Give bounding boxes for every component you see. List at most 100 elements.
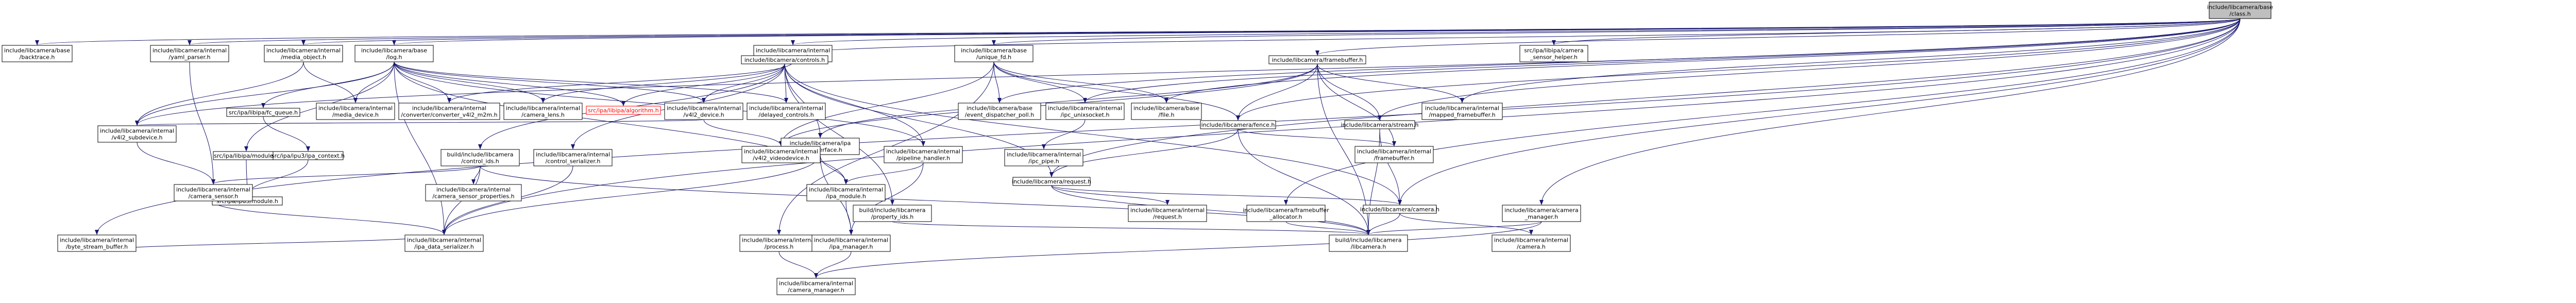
node-fballoc[interactable]: include/libcamera/framebuffer_allocator.… (1243, 205, 1329, 222)
node-ipacontext[interactable]: src/ipa/ipu3/ipa_context.h (272, 151, 345, 160)
node-uniquefd[interactable]: include/libcamera/base/unique_fd.h (954, 45, 1033, 62)
node-label-convv4l2-1: /converter/converter_v4l2_m2m.h (401, 112, 497, 119)
node-label-requestint-1: /request.h (1153, 214, 1182, 221)
node-fence[interactable]: include/libcamera/fence.h (1200, 120, 1276, 129)
node-ipcunix[interactable]: include/libcamera/internal/ipc_unixsocke… (1045, 103, 1125, 120)
edge-camerasensor-to-ipadataser (213, 200, 446, 235)
node-ctrlser[interactable]: include/libcamera/internal/control_seria… (533, 149, 613, 166)
edge-v4l2device-to-subdevice (136, 119, 704, 126)
node-fcqueue[interactable]: src/ipa/libipa/fc_queue.h (226, 108, 300, 117)
node-label-mappedfb-1: /mapped_framebuffer.h (1429, 112, 1495, 119)
node-convv4l2[interactable]: include/libcamera/internal/converter/con… (398, 103, 500, 120)
node-v4l2device[interactable]: include/libcamera/internal/v4l2_device.h (664, 103, 743, 120)
edge-framebuffer-to-internalfb (1317, 63, 1396, 146)
edge-root-to-converter (791, 18, 2241, 45)
edge-stream-to-camera (1379, 128, 1402, 205)
node-pipeline[interactable]: include/libcamera/internal/pipeline_hand… (884, 146, 963, 163)
node-label-camerasensor-0: include/libcamera/internal (176, 187, 250, 193)
node-box-v4l2device (664, 103, 743, 120)
node-label-mappedfb-0: include/libcamera/internal (1425, 105, 1499, 112)
node-root[interactable]: include/libcamera/base/class.h (2207, 2, 2273, 19)
node-box-fballoc (1246, 205, 1326, 222)
edge-controls-to-propertyids (784, 63, 894, 205)
node-log[interactable]: include/libcamera/base/log.h (354, 45, 434, 62)
node-ipamodule[interactable]: src/ipa/libipa/module.h (213, 151, 280, 160)
node-controlids[interactable]: build/include/libcamera/control_ids.h (440, 149, 520, 166)
node-ipcpipe[interactable]: include/libcamera/internal/ipc_pipe.h (1004, 149, 1083, 166)
node-label-ipcunix-0: include/libcamera/internal (1048, 105, 1122, 112)
node-mappedfb[interactable]: include/libcamera/internal/mapped_frameb… (1421, 103, 1503, 120)
node-mediadevice[interactable]: include/libcamera/internal/media_device.… (316, 103, 395, 120)
edge-pipeline-to-ipamanager (849, 162, 924, 235)
node-bytestream[interactable]: include/libcamera/internal/byte_stream_b… (57, 234, 137, 252)
node-label-process-0: include/libcamera/internal (742, 237, 816, 244)
node-cameramgrint[interactable]: include/libcamera/internal/camera_manage… (776, 278, 856, 295)
edge-framebuffer-to-ipainterface (818, 63, 1318, 138)
node-algorithm[interactable]: src/ipa/libipa/algorithm.h (586, 106, 661, 115)
node-box-camerasensor (174, 184, 253, 201)
node-label-camerainternal-0: include/libcamera/internal (1494, 237, 1568, 244)
node-videodevice[interactable]: include/libcamera/internal/v4l2_videodev… (741, 146, 821, 163)
node-label-camera-0: include/libcamera/camera.h (1360, 206, 1439, 213)
node-label-ipacontext-0: src/ipa/ipu3/ipa_context.h (272, 153, 345, 159)
node-backtrace[interactable]: include/libcamera/base/backtrace.h (2, 45, 73, 62)
node-label-log-1: /log.h (386, 54, 402, 61)
node-controls[interactable]: include/libcamera/controls.h (741, 55, 828, 64)
node-sensorprops[interactable]: include/libcamera/internal/camera_sensor… (425, 184, 522, 201)
node-requestint[interactable]: include/libcamera/internal/request.h (1128, 205, 1207, 222)
node-libcamera[interactable]: build/include/libcamera/libcamera.h (1329, 234, 1408, 252)
node-box-yaml (150, 45, 229, 62)
edge-propertyids-to-libcamera (892, 221, 1370, 235)
node-sensorhelper[interactable]: src/ipa/libipa/camera_sensor_helper.h (1519, 45, 1588, 62)
node-label-ctrlser-1: /control_serializer.h (546, 158, 601, 165)
node-basefile[interactable]: include/libcamera/base/file.h (1131, 103, 1202, 120)
node-label-subdevice-1: /v4l2_subdevice.h (111, 134, 162, 141)
node-label-framebuffer-0: include/libcamera/framebuffer.h (1272, 57, 1363, 63)
node-box-ipcpipe (1004, 149, 1083, 166)
node-cameralens[interactable]: include/libcamera/internal/camera_lens.h (503, 103, 583, 120)
node-ipamanager[interactable]: include/libcamera/internal/ipa_manager.h (811, 234, 891, 252)
node-ipadataser[interactable]: include/libcamera/internal/ipa_data_seri… (404, 234, 484, 252)
node-eventpoll[interactable]: include/libcamera/base/event_dispatcher_… (958, 103, 1041, 120)
node-box-process (739, 234, 819, 252)
node-propertyids[interactable]: build/include/libcamera/property_ids.h (853, 205, 932, 222)
edge-root-to-ipcunix (1083, 18, 2241, 103)
edge-root-to-request (1049, 18, 2241, 177)
node-box-request (1012, 177, 1091, 186)
node-subdevice[interactable]: include/libcamera/internal/v4l2_subdevic… (97, 125, 177, 143)
node-stream[interactable]: include/libcamera/stream.h (1341, 120, 1419, 129)
edge-request-to-requestint (1051, 185, 1170, 205)
node-box-uniquefd (954, 45, 1033, 62)
node-request[interactable]: include/libcamera/request.h (1012, 177, 1091, 186)
node-label-libcamera-0: build/include/libcamera (1335, 237, 1402, 244)
node-framebuffer[interactable]: include/libcamera/framebuffer.h (1268, 55, 1366, 64)
node-label-cameramgrint-0: include/libcamera/internal (779, 280, 853, 287)
node-camera[interactable]: include/libcamera/camera.h (1360, 205, 1439, 214)
node-camerasensor[interactable]: include/libcamera/internal/camera_sensor… (174, 184, 253, 201)
edge-fcqueue-to-ipacontext (263, 116, 310, 152)
node-cameramgr[interactable]: include/libcamera/camera_manager.h (1502, 205, 1581, 222)
node-label-eventpoll-1: /event_dispatcher_poll.h (965, 112, 1034, 119)
node-label-libcamera-1: /libcamera.h (1351, 244, 1386, 250)
node-label-request-0: include/libcamera/request.h (1012, 178, 1091, 185)
node-mediaobj[interactable]: include/libcamera/internal/media_object.… (264, 45, 343, 62)
node-process[interactable]: include/libcamera/internal/process.h (739, 234, 819, 252)
node-label-ipainterface-0: include/libcamera/ipa (790, 140, 851, 147)
node-box-ipacontext (273, 151, 344, 160)
node-box-mappedfb (1421, 103, 1503, 120)
node-camerainternal[interactable]: include/libcamera/internal/camera.h (1492, 234, 1571, 252)
node-yaml[interactable]: include/libcamera/internal/yaml_parser.h (150, 45, 229, 62)
edge-controls-to-cameralens (541, 63, 785, 103)
node-box-root (2209, 2, 2272, 19)
node-internalfb[interactable]: include/libcamera/internal/framebuffer.h (1354, 146, 1434, 163)
node-box-libcamera (1329, 234, 1408, 252)
node-box-cameramgr (1502, 205, 1581, 222)
node-ipamoduleint[interactable]: include/libcamera/internal/ipa_module.h (806, 184, 886, 201)
node-delayed[interactable]: include/libcamera/internal/delayed_contr… (747, 103, 826, 120)
edge-camera-to-libcamera (1366, 213, 1400, 235)
node-label-subdevice-0: include/libcamera/internal (100, 128, 174, 134)
node-label-cameramgrint-1: /camera_manager.h (788, 287, 844, 294)
node-label-basefile-1: /file.h (1159, 112, 1175, 119)
node-label-controlids-1: /control_ids.h (461, 158, 499, 165)
node-box-fcqueue (226, 108, 300, 117)
